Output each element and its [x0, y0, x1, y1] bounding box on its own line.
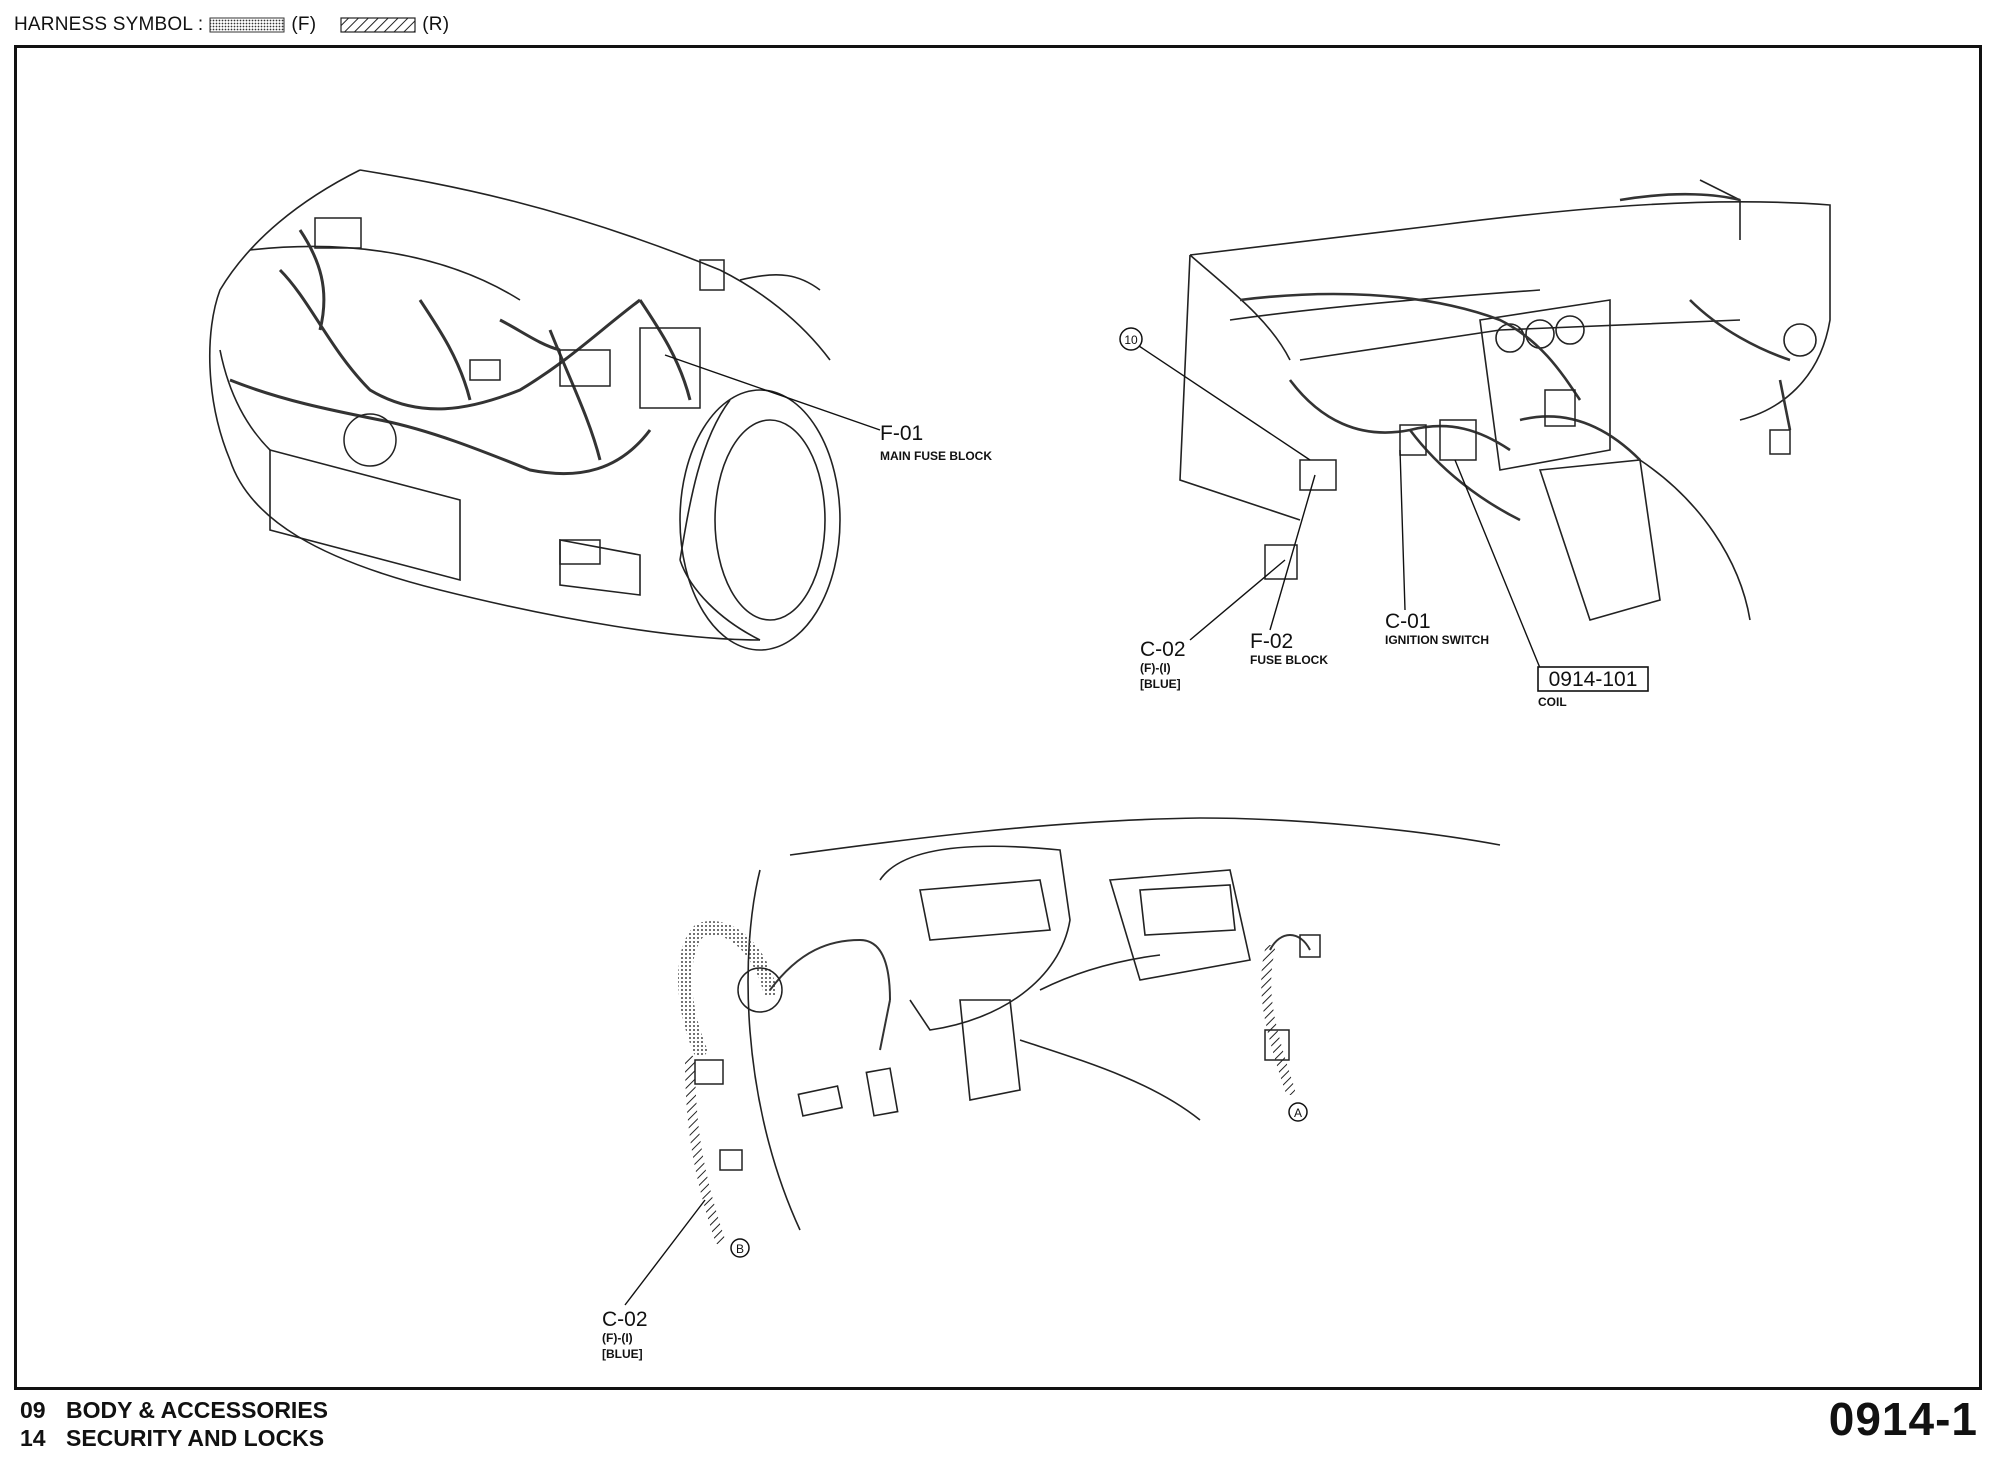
interior-harness-front	[678, 921, 777, 1057]
f01-leader-line	[664, 354, 881, 431]
harness-symbol-legend: HARNESS SYMBOL : (F) (R)	[14, 12, 449, 38]
f01-code: F-01	[880, 422, 923, 445]
c02-dash-code: C-02	[1140, 638, 1186, 661]
section-line-1: 09 BODY & ACCESSORIES	[20, 1396, 328, 1424]
c02-interior-sub2: [BLUE]	[602, 1347, 643, 1361]
f02-leader-line	[1269, 474, 1316, 631]
dashboard-components	[1264, 389, 1791, 580]
c01-leader-line	[1399, 449, 1406, 611]
rear-harness-label: (R)	[422, 14, 450, 35]
f01-callout: F-01 MAIN FUSE BLOCK	[664, 354, 992, 463]
coil-code: 0914-101	[1549, 668, 1638, 691]
engine-compartment-view	[208, 169, 841, 651]
interior-wires	[769, 934, 1311, 1051]
svg-text:B: B	[736, 1242, 744, 1256]
c02-dash-leader-line	[1189, 559, 1286, 641]
diagram-frame	[14, 45, 1982, 1390]
svg-text:A: A	[1294, 1106, 1302, 1120]
c02-interior-code: C-02	[602, 1308, 648, 1331]
section-title-body-accessories: BODY & ACCESSORIES	[66, 1397, 328, 1423]
f02-name: FUSE BLOCK	[1250, 653, 1328, 667]
coil-callout: 0914-101 COIL	[1454, 459, 1649, 709]
interior-harness-rear	[685, 945, 1295, 1245]
c02-dash-sub1: (F)-(I)	[1140, 661, 1171, 675]
section-titles: 09 BODY & ACCESSORIES 14 SECURITY AND LOCK…	[20, 1396, 328, 1452]
f01-name: MAIN FUSE BLOCK	[880, 449, 992, 463]
harness-symbol-prefix: HARNESS SYMBOL :	[14, 14, 204, 35]
page-code: 0914-1	[1828, 1393, 1978, 1445]
dashboard-view	[1179, 179, 1831, 621]
engine-components	[314, 217, 725, 565]
section-number-09: 09	[20, 1397, 46, 1423]
c02-interior-sub1: (F)-(I)	[602, 1331, 633, 1345]
f02-code: F-02	[1250, 630, 1293, 653]
interior-view	[747, 817, 1501, 1231]
coil-code-box	[1537, 666, 1649, 692]
c01-callout: C-01 IGNITION SWITCH	[1385, 449, 1489, 647]
interior-components	[694, 934, 1321, 1171]
section-number-14: 14	[20, 1425, 46, 1451]
engine-harness-bundle	[229, 229, 692, 476]
rear-harness-symbol-icon	[340, 17, 416, 33]
marker-10: 10	[1119, 327, 1311, 461]
c01-name: IGNITION SWITCH	[1385, 633, 1489, 647]
coil-leader-line	[1454, 459, 1541, 669]
c02-interior-callout: C-02 (F)-(I) [BLUE]	[602, 1199, 706, 1361]
section-line-2: 14 SECURITY AND LOCKS	[20, 1424, 328, 1452]
c01-code: C-01	[1385, 610, 1431, 633]
coil-name: COIL	[1538, 695, 1567, 709]
svg-text:10: 10	[1124, 333, 1138, 347]
marker-a: A	[1288, 1102, 1308, 1122]
c02-dash-sub2: [BLUE]	[1140, 677, 1181, 691]
c02-interior-leader-line	[624, 1199, 706, 1306]
front-harness-label: (F)	[291, 14, 317, 35]
f02-callout: F-02 FUSE BLOCK	[1250, 474, 1328, 667]
front-harness-symbol-icon	[209, 17, 285, 33]
marker-b: B	[730, 1238, 750, 1258]
dashboard-harness-bundle	[1239, 192, 1792, 522]
c02-dash-callout: C-02 (F)-(I) [BLUE]	[1140, 559, 1286, 691]
section-title-security-locks: SECURITY AND LOCKS	[66, 1425, 325, 1451]
